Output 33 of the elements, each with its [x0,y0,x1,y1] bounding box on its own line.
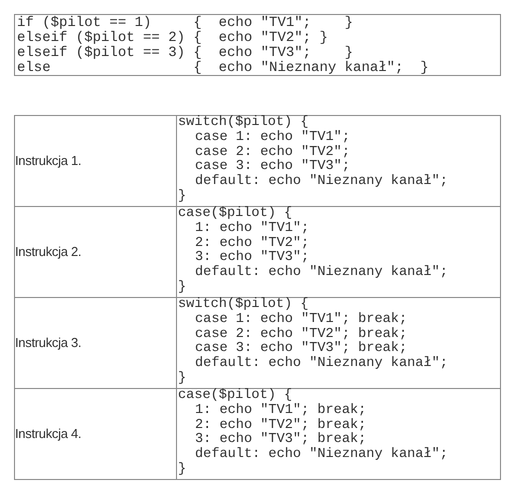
code-line: case 2: echo "TV2"; [194,146,350,160]
instruction-label: Instrukcja 1. [15,153,82,168]
code-line: case 3: echo "TV3"; [194,160,350,174]
code-line: if ($pilot == 1) { echo "TV1"; } [17,16,354,31]
code-line: 1: echo "TV1"; [194,222,310,236]
code-line: case 1: echo "TV1"; [194,130,350,145]
instruction-label: Instrukcja 2. [15,244,82,259]
code-line: } [177,280,186,296]
code-box [14,14,501,76]
code-line: case 3: echo "TV3"; break; [194,342,408,356]
code-line: switch($pilot) { [177,298,309,312]
code-line: 1: echo "TV1"; break; [194,404,366,418]
code-line: case 1: echo "TV1"; break; [194,312,408,327]
code-line: case($pilot) { [177,389,292,403]
code-line: default: echo "Nieznany kanał"; [194,448,448,463]
code-line: case($pilot) { [177,207,292,221]
code-line: 2: echo "TV2"; [194,236,310,251]
code-line: case 2: echo "TV2"; break; [194,328,408,342]
instruction-label: Instrukcja 3. [15,335,82,350]
code-line: elseif ($pilot == 3) { echo "TV3"; } [17,46,354,61]
code-line: } [177,372,186,387]
code-line: 3: echo "TV3"; [194,251,310,266]
code-line: 3: echo "TV3"; break; [194,433,366,448]
code-line: elseif ($pilot == 2) { echo "TV2"; } [17,31,328,46]
code-line: else { echo "Nieznany kanał"; } [17,61,429,76]
code-line: switch($pilot) { [177,116,309,130]
code-line: default: echo "Nieznany kanał"; [194,357,448,372]
code-line: 2: echo "TV2"; break; [194,418,366,433]
code-line: default: echo "Nieznany kanał"; [194,175,448,190]
instruction-label: Instrukcja 4. [15,426,82,441]
code-line: } [177,462,186,478]
code-line: default: echo "Nieznany kanał"; [194,266,448,281]
code-line: } [177,190,186,205]
